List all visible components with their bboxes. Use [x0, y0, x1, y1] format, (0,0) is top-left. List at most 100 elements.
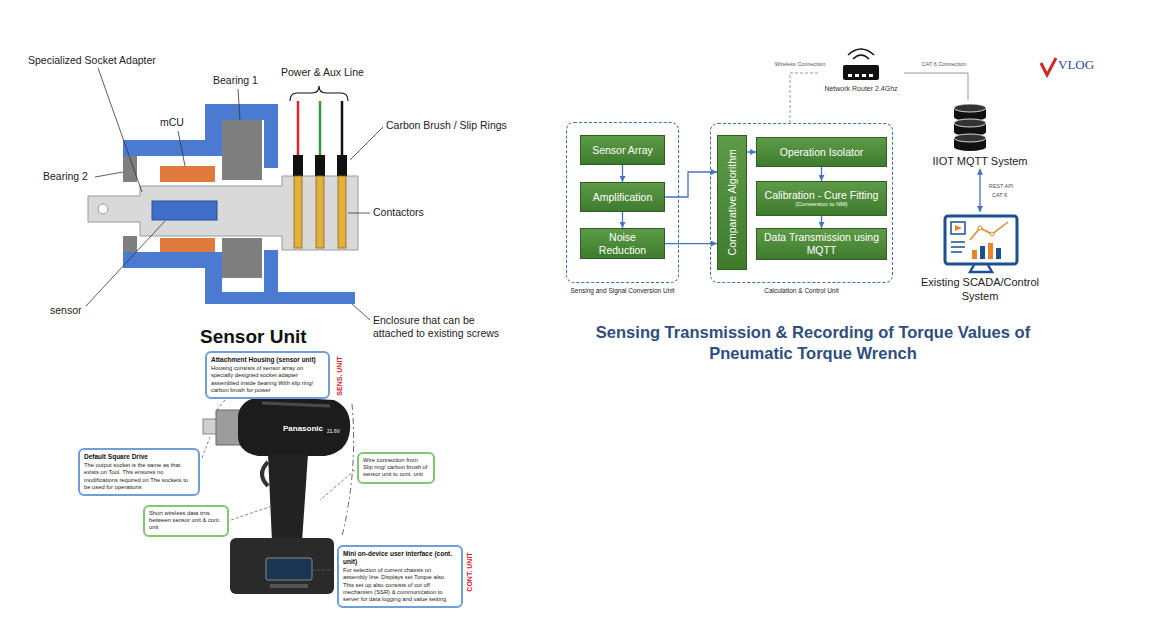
chart-bar — [996, 248, 1001, 259]
box-text: Housing consists of sensor array on spec… — [211, 365, 324, 394]
unit-tag: SENS. UNIT — [336, 356, 344, 395]
box-text: Operation Isolator — [780, 146, 863, 159]
leader-line — [350, 127, 383, 160]
connector — [979, 169, 980, 212]
play-box — [951, 222, 965, 234]
bracket — [290, 86, 348, 101]
group-label: Calculation & Control Unit — [701, 287, 902, 294]
sensor — [152, 201, 217, 220]
group-label: Sensing and Signal Conversion Unit — [557, 287, 688, 294]
chart-dot — [990, 232, 994, 236]
play-mark — [955, 225, 962, 231]
chart-line — [970, 222, 1008, 240]
contactor — [294, 176, 302, 248]
callout-box: Mini on-device user interface (cont. uni… — [337, 545, 463, 608]
db-disk — [954, 104, 986, 121]
group-frame: Sensing and Signal Conversion UnitSensor… — [566, 122, 679, 283]
callout-leader — [320, 470, 355, 500]
box-text: Existing SCADA/Control System — [905, 276, 1055, 304]
box-text: Short wireless data trns. between sensor… — [149, 510, 223, 532]
cross-section — [86, 68, 383, 320]
connector — [790, 73, 818, 123]
contactor — [338, 176, 346, 248]
edge-label: Wireless Connection — [774, 61, 826, 68]
carbon-brush — [315, 155, 325, 176]
callout-box: Default Square DriveThe output socket is… — [78, 448, 200, 496]
box-text: Wire connection from Slip ring/ carbon b… — [363, 457, 429, 479]
part-label: mCU — [160, 116, 184, 129]
leader-line — [86, 221, 165, 306]
monitor-icon — [945, 216, 1017, 272]
leader-line — [238, 89, 240, 120]
process-box: Comparative Algorithm — [717, 135, 747, 270]
router-port — [862, 74, 866, 77]
database-icon — [954, 104, 986, 151]
box-heading: Mini on-device user interface (cont. uni… — [343, 550, 457, 566]
box-text: Amplification — [593, 191, 653, 204]
housing-flange — [205, 292, 355, 304]
box-text: Comparative Algorithm — [726, 149, 739, 255]
chart-bar — [972, 250, 977, 259]
callout-leader — [231, 506, 272, 520]
bearing — [222, 238, 262, 278]
mcu — [160, 238, 215, 252]
process-box: Amplification — [580, 182, 665, 212]
box-text: Data Transmission using MQTT — [760, 231, 883, 256]
connector — [622, 165, 623, 182]
box-text: IIOT MQTT System — [925, 155, 1035, 169]
part-label: Bearing 1 — [213, 74, 258, 87]
box-text: Calibration - Cure Fitting — [765, 189, 879, 202]
section-heading: Sensor Unit — [200, 326, 307, 349]
tool-grip — [268, 454, 308, 542]
callout-leader — [216, 400, 225, 411]
housing — [205, 104, 222, 156]
edge-label: CAT 6 Connection — [921, 61, 967, 68]
mcu — [160, 166, 215, 182]
rating-text: 21.6V — [327, 428, 340, 434]
bearing — [123, 156, 137, 182]
leader-line — [95, 172, 123, 177]
link-note: CAT 6 — [992, 192, 1007, 199]
display — [266, 558, 312, 580]
callout-leader — [202, 437, 210, 458]
part-label: sensor — [50, 304, 82, 317]
db-disk — [954, 119, 986, 136]
process-box: Sensor Array — [580, 135, 665, 165]
impact-wrench — [203, 396, 350, 594]
box-text: Sensor Array — [592, 144, 653, 157]
bearing — [123, 236, 137, 252]
part-label: Power & Aux Line — [281, 66, 364, 79]
part-label: Specialized Socket Adapter — [28, 54, 156, 67]
process-box: Noise Reduction — [580, 228, 665, 259]
chart-dot — [978, 226, 982, 230]
leader-line — [178, 131, 185, 166]
square-drive — [203, 419, 217, 434]
trigger — [262, 462, 268, 486]
monitor-stand — [970, 265, 992, 272]
box-text: (Conversion to NM) — [795, 201, 847, 208]
callout-box: Attachment Housing (sensor unit)Housing … — [205, 351, 330, 399]
callout-box: Wire connection from Slip ring/ carbon b… — [357, 452, 435, 484]
db-disk — [954, 134, 986, 151]
box-text: The output socket is the same as that ex… — [84, 462, 194, 491]
connector — [904, 73, 968, 100]
db-top — [954, 134, 986, 142]
router-port — [848, 74, 852, 77]
housing — [264, 250, 278, 295]
bearing — [222, 120, 262, 180]
leader-lines — [86, 68, 383, 320]
router-node: Network Router 2.4Ghz — [818, 47, 904, 93]
process-box: Operation Isolator — [756, 137, 887, 167]
logo-text: VLOG — [1058, 57, 1094, 73]
box-text: Noise Reduction — [584, 231, 661, 256]
box-heading: Default Square Drive — [84, 453, 194, 461]
connector — [821, 216, 822, 228]
unit-tag: CONT. UNIT — [466, 552, 474, 591]
part-label: Bearing 2 — [43, 170, 88, 183]
tool-highlight — [262, 403, 330, 406]
box-text: For selection of current chassis on asse… — [343, 567, 457, 603]
router-body — [843, 65, 879, 80]
tool-head — [238, 396, 350, 456]
process-box: Data Transmission using MQTT — [756, 228, 887, 260]
battery — [230, 538, 334, 594]
